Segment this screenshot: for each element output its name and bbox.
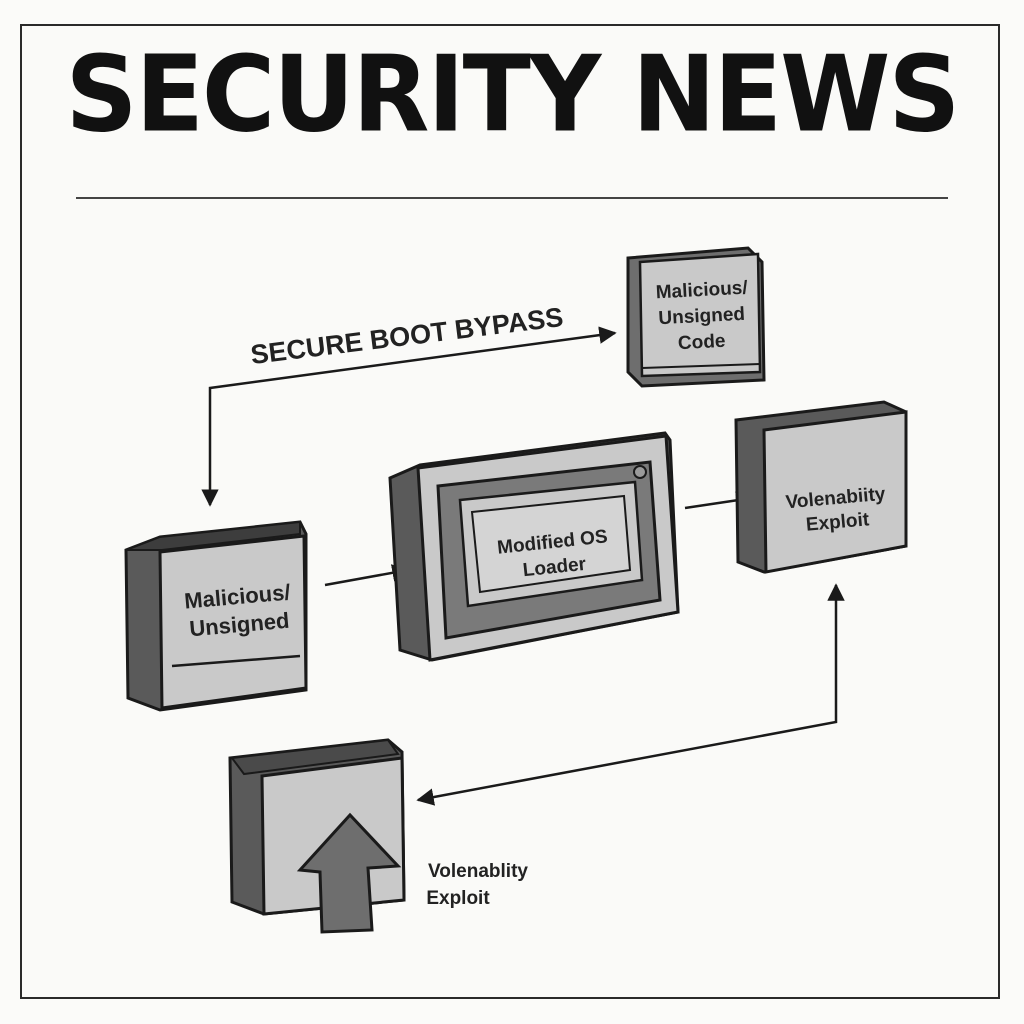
right-block: Volenabiity Exploit [734,400,908,574]
exploit-connector [416,583,845,806]
bypass-connector [201,326,617,507]
bottom-block-line2: Exploit [426,888,490,909]
header-divider [76,197,948,199]
headline: SECURITY NEWS [65,33,961,156]
bottom-block [228,738,406,934]
top-block: Malicious/ Unsigned Code [626,246,766,388]
top-block-line1: Malicious/ [655,278,749,304]
top-block-line2: Unsigned [658,304,746,330]
top-block-line3: Code [677,331,726,354]
left-block: Malicious/ Unsigned [124,520,308,712]
up-arrow-icon [296,812,402,934]
center-device: Modified OS Loader [388,431,680,662]
bypass-label: SECURE BOOT BYPASS [249,302,565,370]
bottom-block-line1: Volenablity [428,861,528,882]
